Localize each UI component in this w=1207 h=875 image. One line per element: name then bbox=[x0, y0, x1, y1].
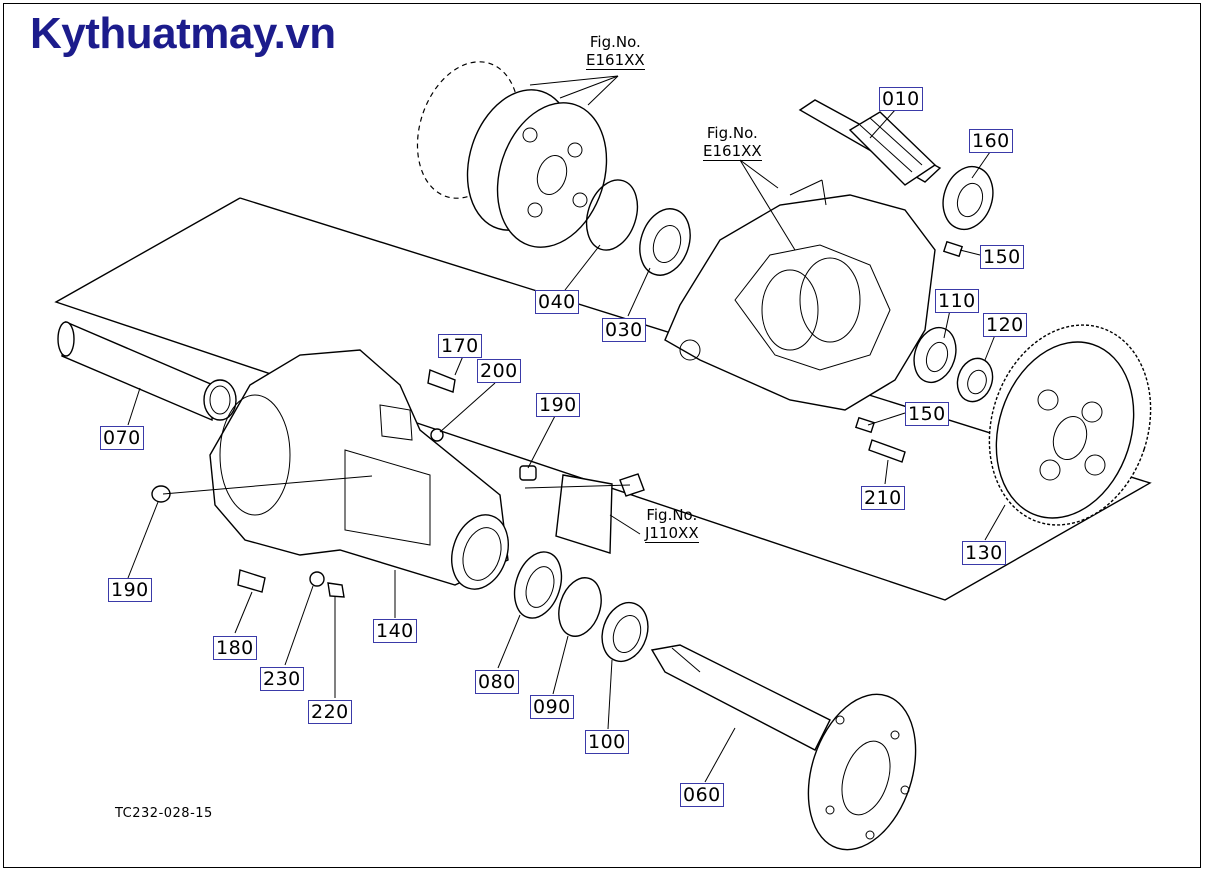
bolt-170 bbox=[427, 369, 456, 393]
nut-220 bbox=[327, 582, 345, 598]
part-label-180[interactable]: 180 bbox=[213, 636, 257, 660]
stud-210 bbox=[868, 439, 906, 463]
plate-j110 bbox=[555, 473, 645, 554]
part-label-060[interactable]: 060 bbox=[680, 783, 724, 807]
snap-ring-040 bbox=[585, 179, 639, 251]
figure-ref-code: E161XX bbox=[703, 142, 762, 161]
part-label-150[interactable]: 150 bbox=[980, 245, 1024, 269]
part-label-190-left[interactable]: 190 bbox=[108, 578, 152, 602]
pipe-070 bbox=[57, 320, 237, 422]
part-label-210[interactable]: 210 bbox=[861, 486, 905, 510]
diagram-frame bbox=[3, 3, 1201, 868]
axle-housing-140 bbox=[209, 349, 509, 590]
leader-lines bbox=[127, 75, 1006, 783]
part-label-200[interactable]: 200 bbox=[477, 359, 521, 383]
figure-ref-code: E161XX bbox=[586, 51, 645, 70]
brand-logo-text: Kythuatmay.vn bbox=[30, 9, 336, 58]
part-label-220[interactable]: 220 bbox=[308, 700, 352, 724]
figure-ref-e161-top: Fig.No. E161XX bbox=[586, 33, 645, 70]
part-label-080[interactable]: 080 bbox=[475, 670, 519, 694]
washer-230 bbox=[309, 571, 325, 587]
part-label-230[interactable]: 230 bbox=[260, 667, 304, 691]
figure-ref-prefix: Fig.No. bbox=[706, 124, 758, 142]
gear-130 bbox=[988, 324, 1152, 526]
part-label-070[interactable]: 070 bbox=[100, 426, 144, 450]
plug-190a bbox=[519, 465, 537, 481]
part-label-140[interactable]: 140 bbox=[373, 619, 417, 643]
part-label-040[interactable]: 040 bbox=[535, 290, 579, 314]
figure-ref-code: J110XX bbox=[645, 524, 699, 543]
pin-150b bbox=[854, 416, 876, 434]
part-label-120[interactable]: 120 bbox=[983, 313, 1027, 337]
figure-ref-prefix: Fig.No. bbox=[589, 33, 641, 51]
bearing-160 bbox=[942, 165, 994, 231]
bolt-180 bbox=[237, 569, 266, 593]
figure-ref-prefix: Fig.No. bbox=[646, 506, 698, 524]
part-label-030[interactable]: 030 bbox=[602, 318, 646, 342]
part-label-130[interactable]: 130 bbox=[962, 541, 1006, 565]
figure-ref-j110: Fig.No. J110XX bbox=[645, 506, 699, 543]
part-label-190[interactable]: 190 bbox=[536, 393, 580, 417]
axle-shaft-060 bbox=[650, 644, 917, 851]
drawing-code: TC232-028-15 bbox=[115, 806, 213, 821]
gear-case-housing bbox=[664, 179, 936, 411]
clutch-plates-drawing bbox=[416, 61, 608, 248]
seal-100 bbox=[601, 601, 649, 663]
bearing-030 bbox=[639, 208, 691, 276]
part-label-150-lower[interactable]: 150 bbox=[905, 402, 949, 426]
part-label-110[interactable]: 110 bbox=[935, 289, 979, 313]
seal-120 bbox=[956, 357, 994, 403]
shaft-010 bbox=[798, 99, 942, 186]
part-label-090[interactable]: 090 bbox=[530, 695, 574, 719]
part-label-170[interactable]: 170 bbox=[438, 334, 482, 358]
figure-ref-e161-mid: Fig.No. E161XX bbox=[703, 124, 762, 161]
snap-ring-090 bbox=[558, 577, 602, 637]
bearing-080 bbox=[513, 551, 563, 619]
bearing-110 bbox=[913, 326, 957, 384]
pin-150a bbox=[942, 240, 964, 258]
plug-190b bbox=[151, 485, 171, 503]
part-label-160[interactable]: 160 bbox=[969, 129, 1013, 153]
part-label-010[interactable]: 010 bbox=[879, 87, 923, 111]
part-label-100[interactable]: 100 bbox=[585, 730, 629, 754]
